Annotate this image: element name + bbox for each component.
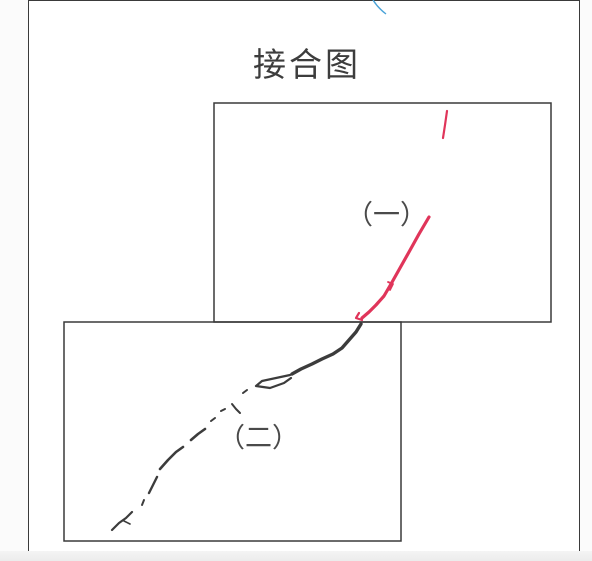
- scan-bottom-edge: [0, 551, 592, 561]
- route-sheet-1: [354, 109, 449, 322]
- sheet-1-label: （一）: [346, 200, 427, 231]
- corner-mark-icon: [372, 0, 387, 15]
- sheet-2-frame: [63, 321, 402, 542]
- route-sheet-2: [110, 322, 363, 532]
- sheet-2-label: （二）: [218, 423, 299, 454]
- outer-map-frame: [28, 0, 580, 561]
- map-title: 接合图: [253, 45, 361, 84]
